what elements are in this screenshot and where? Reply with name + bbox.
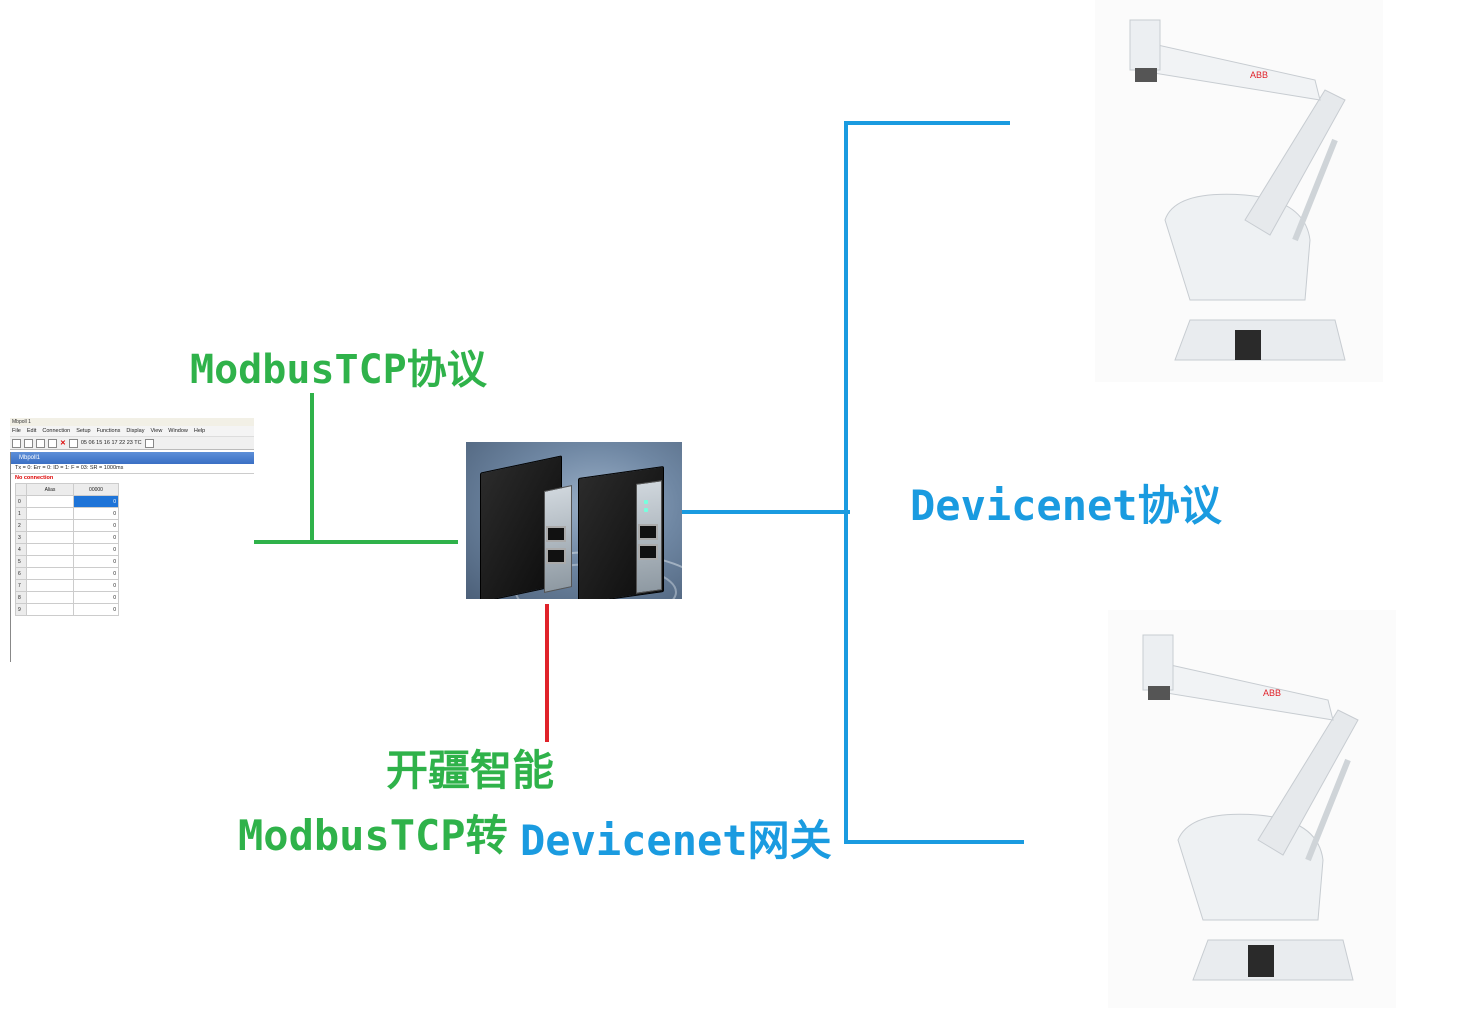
row-value[interactable]: 0 xyxy=(73,555,119,568)
row-index: 1 xyxy=(15,507,27,520)
menu-edit[interactable]: Edit xyxy=(26,428,37,434)
new-file-icon[interactable] xyxy=(12,438,21,448)
menu-setup[interactable]: Setup xyxy=(76,428,91,434)
row-index: 0 xyxy=(15,495,27,508)
save-icon[interactable] xyxy=(36,438,45,448)
modpoll-menubar: File Edit Connection Setup Functions Dis… xyxy=(10,426,254,437)
document-title: Mbpoll1 xyxy=(11,452,254,464)
disconnect-icon[interactable]: ✕ xyxy=(60,440,66,447)
table-row[interactable]: 3 0 xyxy=(15,531,119,544)
modpoll-toolbar: ✕ 05 06 15 16 17 22 23 TC xyxy=(10,437,254,450)
row-index: 7 xyxy=(15,579,27,592)
row-alias[interactable] xyxy=(26,531,74,544)
table-row[interactable]: 7 0 xyxy=(15,579,119,592)
devicenet-bottom-branch xyxy=(844,840,1024,844)
row-alias[interactable] xyxy=(26,591,74,604)
gateway-status-led xyxy=(644,508,648,512)
row-alias[interactable] xyxy=(26,507,74,520)
row-alias[interactable] xyxy=(26,567,74,580)
menu-connection[interactable]: Connection xyxy=(42,428,71,434)
row-value[interactable]: 0 xyxy=(73,591,119,604)
row-alias[interactable] xyxy=(26,495,74,508)
menu-view[interactable]: View xyxy=(150,428,163,434)
print-icon[interactable] xyxy=(48,438,57,448)
menu-file[interactable]: File xyxy=(12,428,21,434)
row-value[interactable]: 0 xyxy=(73,579,119,592)
table-row[interactable]: 1 0 xyxy=(15,507,119,520)
table-row[interactable]: 8 0 xyxy=(15,591,119,604)
row-index: 8 xyxy=(15,591,27,604)
alias-header: Alias xyxy=(26,483,74,496)
devicenet-top-branch xyxy=(844,121,1010,125)
status-line: Tx = 0: Err = 0: ID = 1: F = 03: SR = 10… xyxy=(11,464,254,474)
row-index: 2 xyxy=(15,519,27,532)
devicenet-feed-line xyxy=(682,510,850,514)
table-row[interactable]: 2 0 xyxy=(15,519,119,532)
row-value[interactable]: 0 xyxy=(73,519,119,532)
gateway-left-port-2 xyxy=(546,548,566,564)
gateway-right-port-1 xyxy=(638,524,658,540)
row-value[interactable]: 0 xyxy=(73,507,119,520)
gateway-left-port-1 xyxy=(546,526,566,542)
devicenet-trunk-line xyxy=(844,122,848,844)
robot-arm-bottom-drawing: ABB xyxy=(1142,634,1359,981)
row-index: 4 xyxy=(15,543,27,556)
robot-arm-top: ABB xyxy=(1095,0,1383,382)
connection-error: No connection xyxy=(15,475,54,481)
table-row[interactable]: 0 0 xyxy=(15,495,119,508)
row-value[interactable]: 0 xyxy=(73,495,119,508)
gateway-right-port-2 xyxy=(638,544,658,560)
gateway-device-image xyxy=(466,442,682,599)
row-index: 5 xyxy=(15,555,27,568)
row-alias[interactable] xyxy=(26,543,74,556)
connect-icon[interactable] xyxy=(68,438,78,448)
table-header: Alias 00000 xyxy=(15,483,119,496)
row-index: 6 xyxy=(15,567,27,580)
modpoll-document: Mbpoll1 Tx = 0: Err = 0: ID = 1: F = 03:… xyxy=(10,452,254,662)
robot-brand-logo: ABB xyxy=(1263,688,1281,698)
robot-arm-bottom: ABB xyxy=(1108,610,1396,1008)
menu-help[interactable]: Help xyxy=(193,428,206,434)
table-row[interactable]: 4 0 xyxy=(15,543,119,556)
table-row[interactable]: 6 0 xyxy=(15,567,119,580)
modbus-protocol-label: ModbusTCP协议 xyxy=(190,347,487,393)
table-row[interactable]: 9 0 xyxy=(15,603,119,616)
gateway-title-prefix: ModbusTCP转 xyxy=(238,811,508,860)
row-index: 9 xyxy=(15,603,27,616)
register-table: Alias 00000 0 0 1 0 2 0 3 0 xyxy=(15,483,119,616)
gateway-stem-line xyxy=(545,604,549,742)
modbus-drop-line xyxy=(310,393,314,543)
devicenet-protocol-label: Devicenet协议 xyxy=(910,481,1222,530)
modbus-bus-line xyxy=(254,540,458,544)
row-alias[interactable] xyxy=(26,519,74,532)
address-header: 00000 xyxy=(73,483,119,496)
modpoll-titlebar: Mbpoll 1 xyxy=(10,418,254,426)
gateway-title-suffix: Devicenet网关 xyxy=(520,816,832,865)
row-value[interactable]: 0 xyxy=(73,543,119,556)
company-label: 开疆智能 xyxy=(386,746,555,795)
row-value[interactable]: 0 xyxy=(73,531,119,544)
row-value[interactable]: 0 xyxy=(73,567,119,580)
row-alias[interactable] xyxy=(26,579,74,592)
modbus-poll-window: Mbpoll 1 File Edit Connection Setup Func… xyxy=(10,418,254,662)
open-file-icon[interactable] xyxy=(24,438,33,448)
row-alias[interactable] xyxy=(26,603,74,616)
menu-window[interactable]: Window xyxy=(168,428,188,434)
gateway-status-led xyxy=(644,500,648,504)
menu-display[interactable]: Display xyxy=(126,428,145,434)
row-index: 3 xyxy=(15,531,27,544)
table-row[interactable]: 5 0 xyxy=(15,555,119,568)
row-value[interactable]: 0 xyxy=(73,603,119,616)
index-header xyxy=(15,483,27,496)
robot-arm-top-drawing: ABB xyxy=(1129,19,1346,361)
menu-functions[interactable]: Functions xyxy=(96,428,121,434)
help-icon[interactable] xyxy=(144,438,154,448)
robot-brand-logo: ABB xyxy=(1250,70,1268,80)
row-alias[interactable] xyxy=(26,555,74,568)
function-codes[interactable]: 05 06 15 16 17 22 23 TC xyxy=(80,440,142,446)
